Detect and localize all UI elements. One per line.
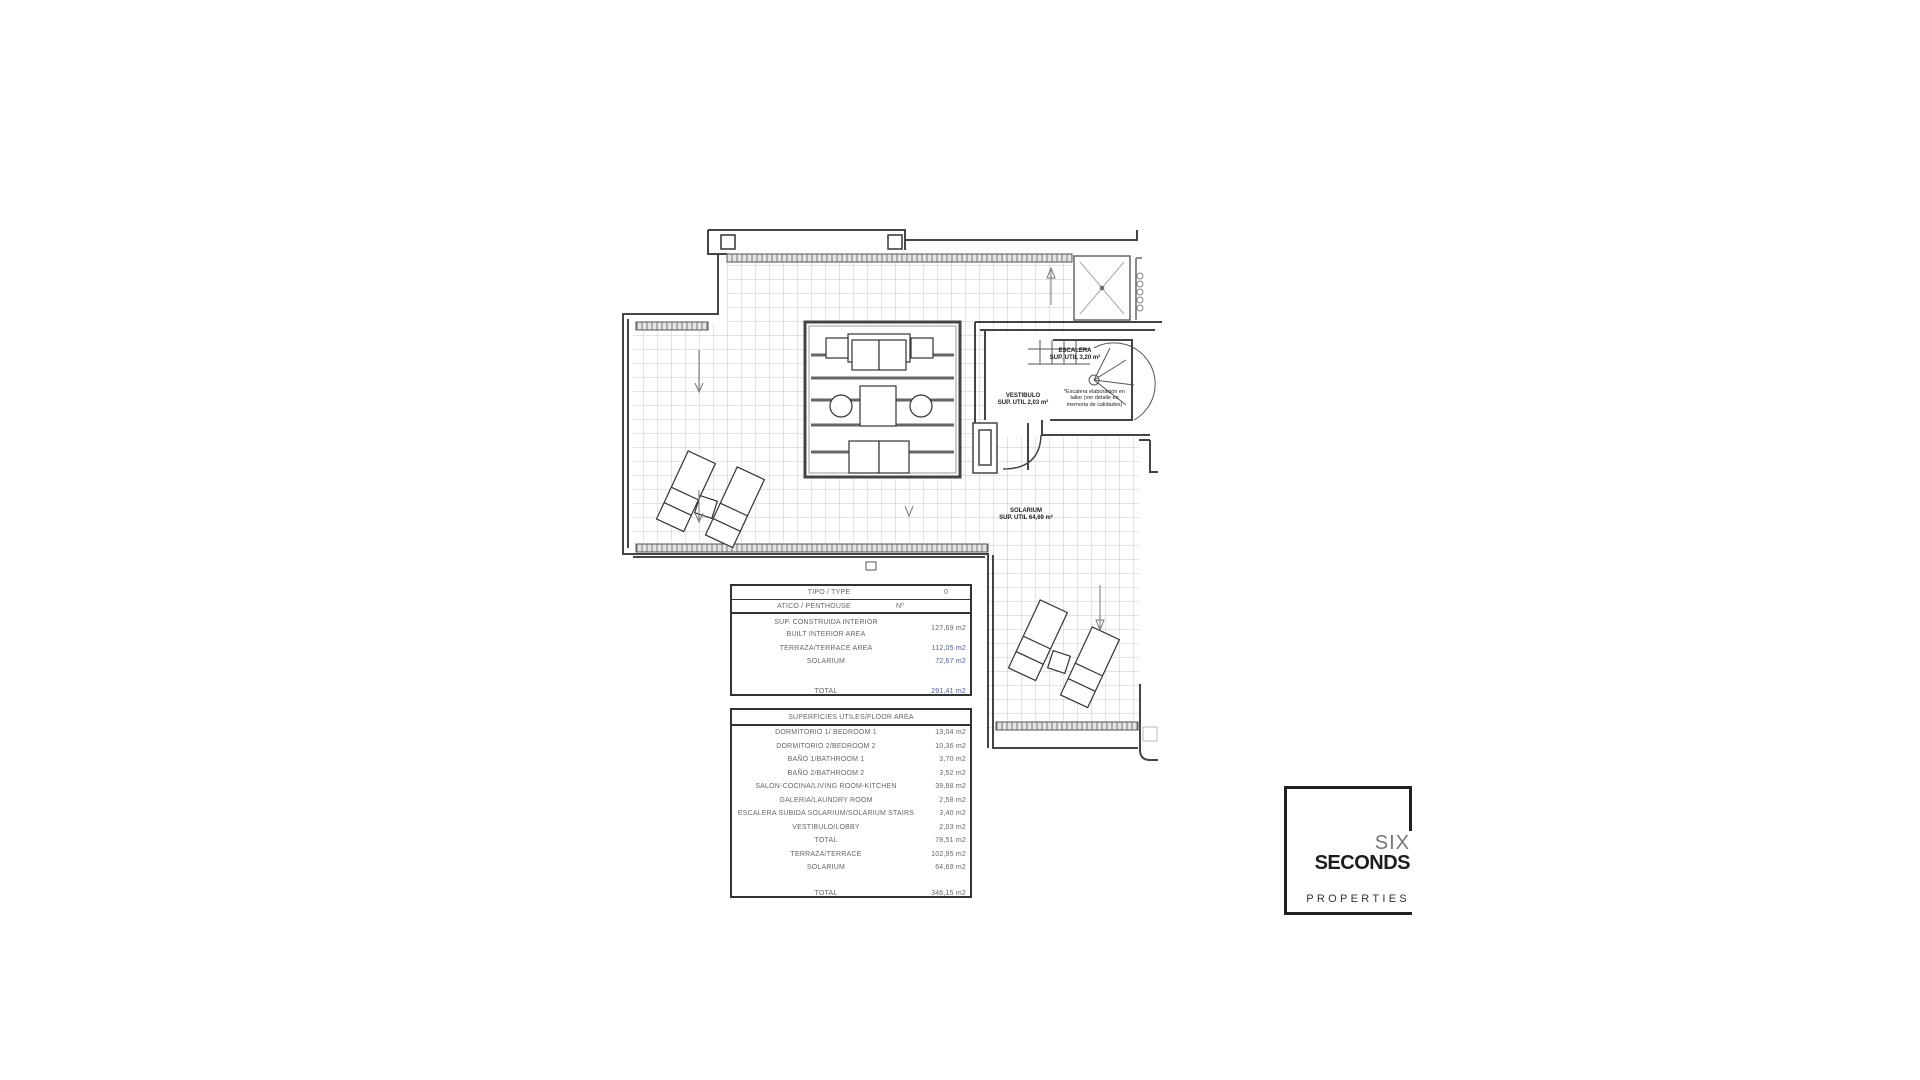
- label-stair-note: *Escalera elaboración en taller (ver det…: [1063, 389, 1126, 408]
- label-escalera: ESCALERA SUP. UTIL 3,20 m²: [1049, 348, 1101, 361]
- logo-frame-bottom: [1284, 912, 1412, 915]
- summary-row-built: SUP. CONSTRUIDA INTERIOR BUILT INTERIOR …: [774, 618, 966, 638]
- summary-row-total: TOTAL 291,41 m2: [814, 688, 966, 695]
- walls: [622, 229, 1158, 761]
- summary-row-solarium: SOLARIUM 72,67 m2: [806, 658, 966, 665]
- drainage-arrows: [694, 266, 1105, 632]
- bollards: [1136, 272, 1144, 312]
- sun-loungers-left: [655, 450, 766, 549]
- pergola: [803, 320, 962, 479]
- summary-area-table: TIPO / TYPE 0 ATICO / PENTHOUSE Nº SUP. …: [730, 584, 972, 696]
- sun-loungers-solarium: [1007, 599, 1121, 709]
- label-vestibulo: VESTIBULO SUP. UTIL 2,03 m²: [997, 393, 1049, 406]
- railings: [635, 253, 1139, 731]
- spiral-stair: [1028, 340, 1156, 421]
- logo-properties: PROPERTIES: [1306, 893, 1410, 905]
- logo-frame-right: [1409, 786, 1412, 831]
- corner-marker: [1142, 726, 1158, 742]
- logo-seconds: SECONDS: [1314, 852, 1411, 874]
- logo-six: SIX: [1374, 832, 1410, 854]
- floor-area-title: SUPERFICIES UTILES/FLOOR AREA: [732, 710, 970, 726]
- window-markers: [720, 234, 903, 250]
- summary-row-terrace: TERRAZA/TERRACE AREA 112,05 m2: [779, 645, 966, 652]
- six-seconds-logo: SIX SECONDS PROPERTIES: [1284, 786, 1412, 915]
- unit-row: ATICO / PENTHOUSE Nº: [732, 600, 970, 614]
- type-row: TIPO / TYPE 0: [732, 586, 970, 600]
- floor-area-row: ESCALERA SUBIDA SOLARIUM/SOLARIUM STAIRS…: [737, 810, 966, 818]
- floor-area-table: SUPERFICIES UTILES/FLOOR AREA DORMITORIO…: [730, 708, 972, 898]
- logo-frame-top: [1284, 786, 1412, 789]
- skylight: [1073, 255, 1142, 321]
- logo-frame-left: [1284, 786, 1287, 915]
- vestibule-door: [972, 422, 1042, 474]
- drain-marker: [865, 561, 877, 571]
- label-solarium: SOLARIUM SUP. UTIL 64,69 m²: [999, 508, 1053, 521]
